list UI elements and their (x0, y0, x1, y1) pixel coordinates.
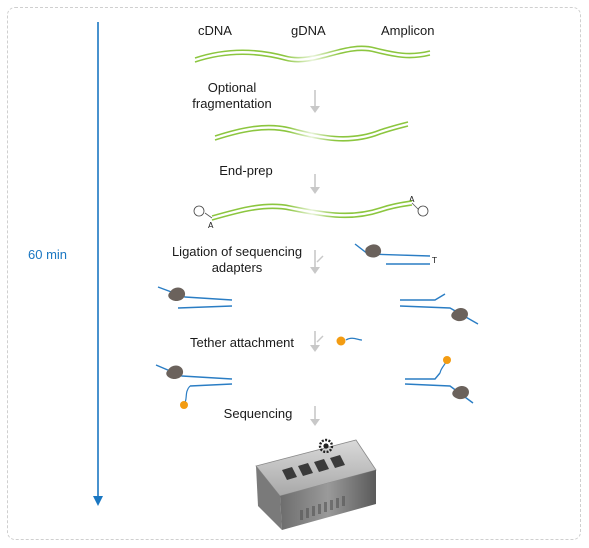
free-tether (336, 336, 363, 346)
adapter-ligated-dna (157, 286, 479, 325)
timeline-label: 60 min (28, 247, 68, 262)
step-ligation-line1: Ligation of sequencing (171, 244, 303, 259)
sequencing-device (255, 438, 377, 530)
step-endprep-label: End-prep (219, 163, 273, 178)
step-ligation-label: Ligation of sequencing adapters (172, 244, 302, 276)
step-arrow-5 (310, 406, 320, 426)
timeline-arrow (93, 22, 103, 506)
step-ligation-line2: adapters (211, 260, 263, 275)
a-tail-right-label: A (409, 195, 415, 204)
header-gdna: gDNA (291, 23, 326, 38)
tethered-dna (155, 356, 474, 409)
step-fragmentation-label: Optional fragmentation (192, 80, 272, 112)
step-fragmentation-line2: fragmentation (192, 96, 272, 111)
step-arrow-3 (310, 250, 324, 274)
header-cdna: cDNA (198, 23, 232, 38)
a-tail-left-label: A (208, 221, 214, 230)
step-arrow-2 (310, 174, 320, 194)
t-overhang-label: T (432, 256, 437, 265)
diagram-frame (7, 7, 581, 540)
fragmented-dna-strand (214, 121, 409, 142)
step-arrow-4 (310, 331, 324, 352)
step-tether-label: Tether attachment (189, 335, 295, 350)
device-logo-icon (318, 438, 334, 454)
end-prepped-dna (193, 200, 429, 221)
step-arrow-1 (310, 90, 320, 113)
free-adapter (354, 243, 431, 265)
header-amplicon: Amplicon (381, 23, 435, 38)
step-fragmentation-line1: Optional (207, 80, 257, 95)
input-dna-strand (194, 45, 431, 63)
step-sequencing-label: Sequencing (223, 406, 293, 421)
